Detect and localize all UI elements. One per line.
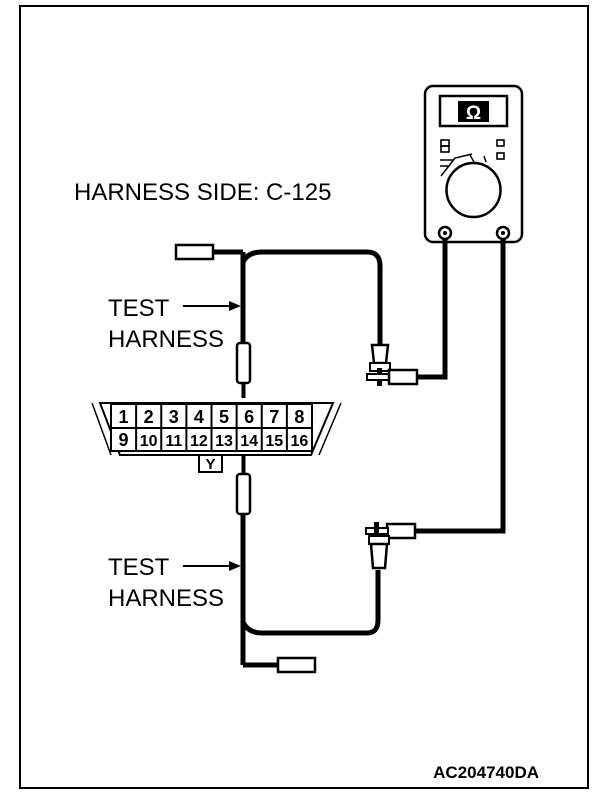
upper-lead-plug — [387, 368, 419, 386]
ohmmeter: Ω — [423, 84, 524, 244]
pin-bottom-13: 13 — [215, 433, 233, 450]
lower-test-harness — [235, 455, 417, 674]
upper-alligator-clip — [370, 343, 390, 365]
selector-dial — [445, 161, 502, 219]
lower-alligator-clip — [369, 542, 389, 570]
pin-top-7: 7 — [269, 407, 279, 427]
upper-label-test: TEST — [108, 295, 170, 322]
ohm-symbol: Ω — [466, 103, 481, 124]
wire-color-label: Y — [205, 456, 215, 473]
lower-branch-wire — [240, 570, 381, 636]
pin-bottom-16: 16 — [291, 433, 309, 450]
upper-branch-wire — [240, 249, 383, 345]
pin-bottom-12: 12 — [190, 433, 208, 450]
meter-lead-right — [415, 239, 506, 534]
lower-open-terminal — [276, 656, 317, 674]
pin-top-6: 6 — [244, 407, 254, 427]
range-arc — [440, 153, 473, 177]
upper-open-terminal — [174, 243, 215, 261]
harness-side-label: HARNESS SIDE: C-125 — [74, 179, 331, 206]
pin-bottom-10: 10 — [140, 433, 158, 450]
meter-switch-2 — [440, 145, 450, 153]
pin-top-5: 5 — [219, 407, 229, 427]
lower-probe-pin — [235, 472, 252, 516]
meter-symbol-box — [458, 101, 489, 122]
pin-bottom-9: 9 — [119, 430, 129, 450]
meter-switch-3 — [496, 139, 505, 147]
pin-top-8: 8 — [294, 407, 304, 427]
pin-bottom-11: 11 — [165, 433, 182, 450]
pin-bottom-15: 15 — [265, 433, 283, 450]
pin-top-4: 4 — [194, 407, 204, 427]
lower-lead-plug — [385, 522, 417, 540]
pin-top-1: 1 — [119, 407, 129, 427]
lower-label-test: TEST — [108, 554, 170, 581]
figure-code: AC204740DA — [433, 763, 539, 782]
pin-bottom-14: 14 — [240, 433, 258, 450]
upper-test-harness — [174, 243, 419, 398]
upper-label-harness: HARNESS — [108, 326, 224, 353]
pin-top-2: 2 — [144, 407, 154, 427]
lower-label-harness: HARNESS — [108, 585, 224, 612]
meter-switch-4 — [496, 152, 505, 160]
upper-probe-pin — [235, 341, 252, 385]
meter-lead-left — [417, 239, 448, 380]
pin-top-3: 3 — [169, 407, 179, 427]
wire-color-box — [198, 454, 223, 473]
